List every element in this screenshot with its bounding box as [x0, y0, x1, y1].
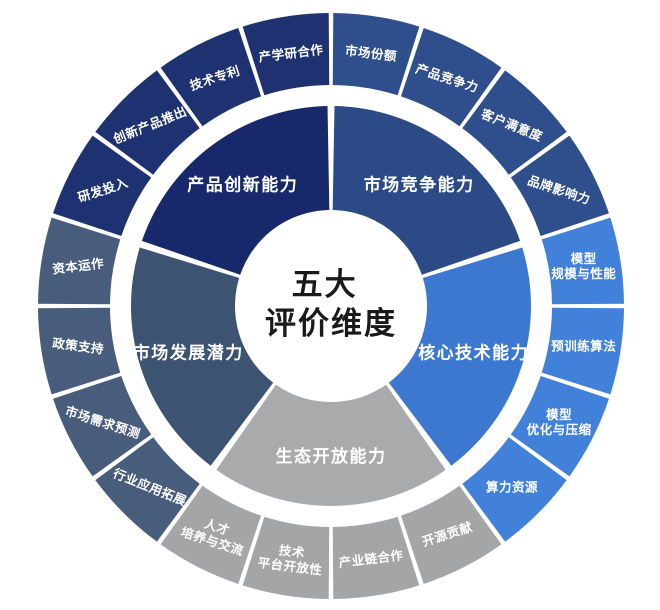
- sub-sector-product-innovation-2: [160, 28, 262, 127]
- inner-sector-ecosystem-openness: [216, 383, 446, 507]
- sub-label-core-technology-0: 模型规模与性能: [551, 251, 616, 281]
- inner-sector-core-technology: [388, 247, 531, 466]
- center-circle: [235, 210, 427, 402]
- sub-sector-market-competition-3: [510, 135, 609, 237]
- sub-label-market-potential-2: 政策支持: [51, 335, 104, 356]
- sub-sector-ecosystem-openness-0: [400, 485, 502, 584]
- inner-sector-market-potential: [131, 247, 274, 466]
- sub-sector-market-competition-0: [332, 13, 420, 96]
- center-title-line1: 五大: [292, 267, 358, 303]
- sub-label-line: 规模与性能: [551, 266, 616, 281]
- sub-sector-market-potential-1: [53, 375, 152, 477]
- sub-sector-core-technology-0: [541, 217, 624, 305]
- outer-ring: 市场份额产品竞争力客户满意度品牌影响力模型规模与性能预训练算法模型优化与压缩算力…: [38, 13, 624, 599]
- inner-label-core-technology: 核心技术能力: [418, 342, 529, 363]
- sub-sector-core-technology-3: [462, 437, 567, 542]
- sub-label-line: 资本运作: [51, 255, 104, 276]
- sub-sector-product-innovation-1: [95, 70, 200, 175]
- sub-sector-ecosystem-openness-1: [332, 516, 420, 599]
- sub-sector-core-technology-1: [541, 307, 624, 395]
- sub-sector-market-potential-3: [38, 217, 121, 305]
- sub-sector-product-innovation-3: [242, 13, 330, 96]
- center-title-line2: 评价维度: [265, 306, 397, 342]
- sub-label-core-technology-2: 模型优化与压缩: [527, 407, 592, 437]
- sub-sector-ecosystem-openness-3: [160, 485, 262, 584]
- sub-label-line: 技术: [278, 542, 306, 560]
- sub-label-market-potential-3: 资本运作: [51, 255, 104, 276]
- inner-label-market-potential: 市场发展潜力: [133, 342, 244, 363]
- inner-label-ecosystem-openness: 生态开放能力: [276, 446, 387, 467]
- sub-label-line: 预训练算法: [551, 339, 616, 354]
- sub-sector-ecosystem-openness-2: [242, 516, 330, 599]
- sub-label-line: 优化与压缩: [527, 422, 592, 437]
- sub-sector-product-innovation-0: [53, 135, 152, 237]
- inner-sector-market-competition: [332, 106, 521, 276]
- sub-sector-market-potential-0: [95, 437, 200, 542]
- sub-label-line: 模型: [571, 251, 597, 266]
- sub-label-core-technology-1: 预训练算法: [551, 339, 616, 354]
- sub-sector-market-competition-1: [400, 28, 502, 127]
- inner-sector-product-innovation: [141, 106, 330, 276]
- sub-sector-market-competition-2: [462, 70, 567, 175]
- center-title: 五大 评价维度: [265, 267, 397, 342]
- sub-label-line: 模型: [546, 407, 572, 422]
- sub-label-market-competition-0: 市场份额: [344, 43, 397, 64]
- sub-sector-core-technology-2: [510, 375, 609, 477]
- sub-sector-market-potential-2: [38, 307, 121, 395]
- inner-label-product-innovation: 产品创新能力: [187, 175, 298, 196]
- sub-label-core-technology-3: 算力资源: [486, 480, 538, 495]
- sub-label-line: 政策支持: [51, 335, 104, 356]
- sub-label-line: 算力资源: [486, 480, 538, 495]
- inner-label-market-competition: 市场竞争能力: [364, 175, 475, 196]
- sub-label-line: 市场份额: [344, 43, 397, 64]
